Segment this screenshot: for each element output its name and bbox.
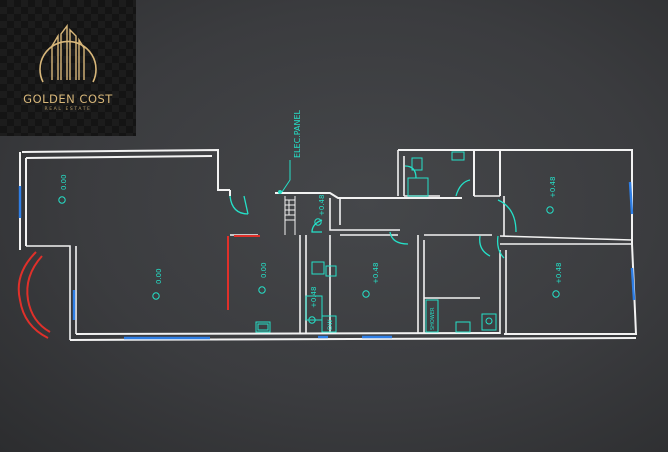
windows: [18, 181, 636, 340]
level-text-corridor: +0.48: [310, 287, 318, 308]
fixtures: [255, 151, 497, 333]
level-marker-living: 0.00: [58, 174, 68, 204]
level-text-hall: 0.00: [260, 262, 268, 278]
level-marker-bedroom-3: +0.48: [552, 263, 563, 298]
elec-panel-leader: [281, 160, 291, 193]
dishwasher: DW: [321, 315, 337, 333]
level-marker-corridor: +0.48: [308, 287, 318, 324]
building-columns-icon: [39, 23, 97, 83]
brand-name: GOLDEN COST: [23, 92, 113, 106]
level-text-bedroom-3: +0.48: [555, 263, 563, 284]
level-text-stair: +0.48: [318, 195, 326, 216]
level-text-living: 0.00: [60, 174, 68, 190]
brand-logo-panel: GOLDEN COST REAL ESTATE: [0, 0, 136, 136]
level-text-bedroom-2: +0.48: [549, 177, 557, 198]
exterior-walls: [19, 148, 638, 341]
level-marker-bedroom-2: +0.48: [546, 177, 557, 214]
door-swings: [229, 165, 517, 259]
level-marker-reception: 0.00: [152, 268, 163, 300]
shower: SHOWER: [425, 299, 439, 333]
brand-tagline: REAL ESTATE: [44, 107, 92, 112]
dishwasher-label: DW: [327, 319, 334, 330]
elec-panel-label: ELEC.PANEL: [293, 109, 302, 158]
level-text-bedroom-1: +0.48: [372, 263, 380, 284]
red-arches: [17, 235, 260, 339]
level-marker-bedroom-1: +0.48: [362, 263, 380, 298]
elec-panel-marker: [278, 190, 282, 194]
level-marker-stair: +0.48: [314, 195, 326, 226]
level-text-reception: 0.00: [155, 268, 163, 284]
shower-label: SHOWER: [430, 307, 436, 330]
level-marker-hall: 0.00: [258, 262, 268, 294]
interior-walls: [26, 150, 633, 340]
staircase: [284, 196, 296, 235]
